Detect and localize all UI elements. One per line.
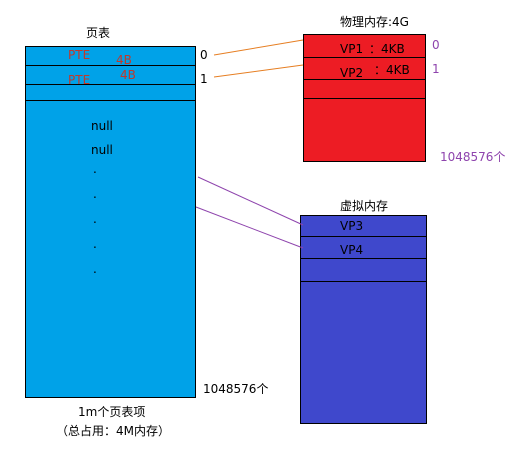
ellipsis-dot: .	[93, 237, 97, 251]
physical-page-index: 1	[432, 62, 440, 76]
virtual-memory-title: 虚拟内存	[340, 199, 389, 213]
physical-page-size: ：4KB	[374, 63, 410, 77]
null-entry: null	[91, 143, 113, 157]
page-table-caption-size: （总占用：4M内存）	[56, 424, 170, 438]
page-table-caption: 1m个页表项	[78, 405, 146, 419]
physical-page-size: ：4KB	[369, 42, 405, 56]
pte-size: 4B	[120, 68, 136, 82]
connector-vm-vp4	[195, 206, 304, 249]
connector-pte1-vp2	[213, 64, 304, 78]
pte-index: 0	[200, 48, 208, 62]
physical-memory-count: 1048576个	[440, 150, 506, 164]
virtual-page-label: VP4	[340, 243, 364, 257]
virtual-memory-block	[300, 215, 427, 424]
pte-label: PTE	[68, 48, 91, 62]
ellipsis-dot: .	[93, 187, 97, 201]
physical-page-index: 0	[432, 38, 440, 52]
physical-page-divider	[303, 57, 426, 58]
page-table-block	[25, 46, 196, 398]
pte-label: PTE	[68, 73, 91, 87]
connector-vm-vp3	[197, 176, 304, 226]
pte-size: 4B	[116, 53, 132, 67]
page-table-row-divider	[25, 84, 196, 85]
virtual-page-label: VP3	[340, 219, 364, 233]
virtual-page-divider	[300, 281, 427, 282]
physical-page-divider	[303, 79, 426, 80]
page-table-title: 页表	[86, 26, 111, 40]
ellipsis-dot: .	[93, 262, 97, 276]
connector-pte0-vp1	[213, 39, 304, 56]
ellipsis-dot: .	[93, 212, 97, 226]
page-table-row-divider	[25, 100, 196, 101]
physical-page-label: VP1	[340, 42, 364, 56]
page-table-row-divider	[25, 65, 196, 66]
ellipsis-dot: .	[93, 162, 97, 176]
virtual-page-divider	[300, 236, 427, 237]
pte-index: 1	[200, 72, 208, 86]
null-entry: null	[91, 119, 113, 133]
physical-page-label: VP2	[340, 66, 364, 80]
page-table-count: 1048576个	[203, 382, 269, 396]
physical-memory-title: 物理内存:4G	[340, 15, 409, 29]
physical-page-divider	[303, 98, 426, 99]
virtual-page-divider	[300, 258, 427, 259]
